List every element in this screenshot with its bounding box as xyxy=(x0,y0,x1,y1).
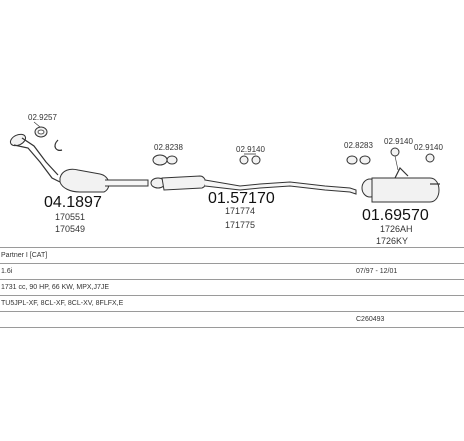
centre-part-number: 01.57170 xyxy=(208,190,275,207)
clamp-icon xyxy=(152,154,168,166)
rubber-mount-1[interactable] xyxy=(239,153,261,165)
vehicle-info-table: Partner I [CAT] 1.6i 07/97 - 12/01 1731 … xyxy=(0,247,464,328)
info-row-model: Partner I [CAT] xyxy=(0,247,464,264)
downpipe xyxy=(13,144,61,183)
gasket[interactable] xyxy=(34,126,63,151)
info-row-engine: 1.6i 07/97 - 12/01 xyxy=(0,264,464,280)
clamp-1[interactable] xyxy=(152,154,178,166)
rear-part-number: 01.69570 xyxy=(362,207,429,224)
clamp-icon xyxy=(346,155,358,165)
vehicle-model: Partner I [CAT] xyxy=(1,252,48,259)
spring-clip-icon xyxy=(54,139,63,151)
catalyst-part-number: 04.1897 xyxy=(44,194,102,211)
rubber-mount-3[interactable] xyxy=(425,153,435,163)
catalyst-outlet-pipe xyxy=(105,179,149,187)
clamp-2-part-number: 02.8283 xyxy=(344,141,373,150)
front-pipe-catalyst[interactable] xyxy=(9,132,149,193)
intermediate-pipe xyxy=(204,179,357,195)
engine-codes: TU5JPL-XF, 8CL-XF, 8CL-XV, 8FLFX,E xyxy=(1,300,124,307)
catalyst-ref-2: 170549 xyxy=(55,224,85,234)
rubber-mount-2[interactable] xyxy=(390,147,400,171)
centre-ref-2: 171775 xyxy=(225,220,255,230)
gasket-part-number: 02.9257 xyxy=(28,113,57,122)
production-years: 07/97 - 12/01 xyxy=(356,268,398,275)
clamp-2[interactable] xyxy=(346,155,371,165)
engine-size: 1.6i xyxy=(1,268,13,275)
info-row-engine-codes: TU5JPL-XF, 8CL-XF, 8CL-XV, 8FLFX,E xyxy=(0,296,464,312)
info-row-spec: 1731 cc, 90 HP, 66 KW, MPX,J7JE xyxy=(0,280,464,296)
rear-hanger xyxy=(394,166,409,179)
front-flange xyxy=(9,133,27,147)
rear-ref-1: 1726AH xyxy=(380,224,413,234)
reference-code: C260493 xyxy=(356,316,385,323)
clamp-1-part-number: 02.8238 xyxy=(154,143,183,152)
rear-ref-2: 1726KY xyxy=(376,236,408,246)
rear-silencer-body xyxy=(371,177,440,203)
rubber-mount-icon xyxy=(390,147,400,157)
centre-silencer[interactable] xyxy=(150,175,357,195)
mount-2-part-number: 02.9140 xyxy=(384,137,413,146)
downpipe-inner xyxy=(21,137,59,176)
catalytic-converter xyxy=(59,168,110,193)
centre-silencer-body xyxy=(161,175,207,191)
engine-spec: 1731 cc, 90 HP, 66 KW, MPX,J7JE xyxy=(1,284,110,291)
rubber-mount-icon xyxy=(425,153,435,163)
info-row-ref: C260493 xyxy=(0,312,464,328)
mount-1-part-number: 02.9140 xyxy=(236,145,265,154)
rubber-mount-icon xyxy=(239,155,249,165)
rear-silencer[interactable] xyxy=(361,166,440,203)
catalyst-ref-1: 170551 xyxy=(55,212,85,222)
mount-3-part-number: 02.9140 xyxy=(414,143,443,152)
centre-ref-1: 171774 xyxy=(225,206,255,216)
